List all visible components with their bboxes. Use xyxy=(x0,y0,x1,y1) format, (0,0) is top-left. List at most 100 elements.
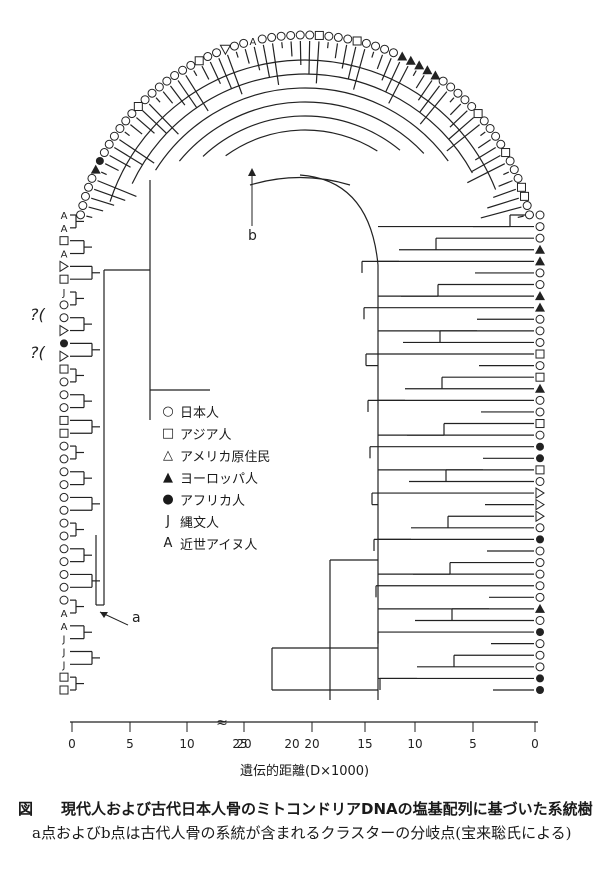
circle-icon xyxy=(80,191,90,201)
axis-tick-label: 20 xyxy=(236,737,251,751)
branch xyxy=(119,139,155,164)
arc-branch xyxy=(155,87,449,171)
branch xyxy=(498,180,513,187)
circle-icon xyxy=(333,32,343,42)
square-icon xyxy=(59,236,69,246)
circle-icon xyxy=(535,222,545,232)
filled-circle-icon xyxy=(536,686,544,694)
branch xyxy=(415,75,425,89)
circle-icon xyxy=(59,467,69,477)
branch xyxy=(104,163,119,172)
circle-icon xyxy=(59,544,69,554)
filled-triangle-icon xyxy=(397,51,408,61)
branch xyxy=(376,54,384,70)
axis-tick-label: 10 xyxy=(179,737,194,751)
branch xyxy=(136,117,155,134)
filled-triangle-icon xyxy=(90,164,101,174)
branch xyxy=(114,146,143,166)
legend-item-ainu: A 近世アイヌ人 xyxy=(160,532,310,554)
circle-icon xyxy=(59,518,69,528)
circle-icon xyxy=(115,123,125,133)
branch xyxy=(480,206,522,219)
circle-icon xyxy=(524,210,534,220)
trunk-branch xyxy=(299,174,379,700)
circle-icon xyxy=(535,476,545,486)
legend-symbol: ○ xyxy=(162,403,174,419)
filled-circle-icon xyxy=(536,535,544,544)
branch xyxy=(91,197,115,206)
branch xyxy=(142,110,168,134)
square-icon xyxy=(194,56,204,66)
branch xyxy=(244,48,250,64)
branch xyxy=(262,44,271,78)
circle-icon xyxy=(479,116,489,126)
branch xyxy=(449,110,468,128)
square-icon xyxy=(516,182,526,192)
circle-icon xyxy=(104,139,114,149)
tip-letter: J xyxy=(62,647,66,658)
filled-circle-icon xyxy=(536,628,544,637)
square-icon xyxy=(352,36,362,46)
filled-triangle-icon xyxy=(535,244,545,254)
branch xyxy=(371,51,375,58)
circle-icon xyxy=(109,131,119,141)
axis-tick-label: 20 xyxy=(304,737,319,751)
branch xyxy=(271,43,280,86)
arc-branch xyxy=(225,129,378,157)
legend-symbol: ● xyxy=(162,491,174,507)
circle-icon xyxy=(59,480,69,490)
circle-icon xyxy=(59,569,69,579)
circle-icon xyxy=(438,76,448,86)
branch xyxy=(88,206,104,212)
branch xyxy=(162,91,174,104)
circle-icon xyxy=(59,454,69,464)
arrowhead-icon xyxy=(100,612,108,618)
filled-triangle-icon xyxy=(535,291,545,301)
circle-icon xyxy=(535,233,545,243)
branch xyxy=(334,43,339,59)
legend-label: 縄文人 xyxy=(180,515,220,531)
legend-item-jomon: J 縄文人 xyxy=(160,510,310,532)
square-icon xyxy=(535,419,545,429)
right-triangle-icon xyxy=(535,498,545,511)
filled-triangle-icon xyxy=(535,383,545,393)
branch xyxy=(341,44,348,69)
branch xyxy=(449,103,462,116)
square-icon xyxy=(59,685,69,695)
circle-icon xyxy=(535,407,545,417)
circle-icon xyxy=(203,52,213,62)
square-icon xyxy=(535,349,545,359)
square-icon xyxy=(473,109,483,119)
circle-icon xyxy=(59,557,69,567)
circle-icon xyxy=(147,88,157,98)
branch xyxy=(148,103,179,135)
tip-letter: A xyxy=(61,609,68,620)
branch xyxy=(177,80,198,108)
branch xyxy=(209,61,222,85)
legend-symbol: □ xyxy=(161,425,175,441)
branch xyxy=(493,188,517,198)
branch xyxy=(517,215,524,219)
circle-icon xyxy=(343,34,353,44)
tip-letter: J xyxy=(62,288,66,299)
circle-icon xyxy=(522,201,532,211)
axis-tick-label: 15 xyxy=(357,737,372,751)
branch xyxy=(352,48,366,90)
tip-letter: J xyxy=(62,635,66,646)
branch xyxy=(471,154,501,173)
branch xyxy=(308,41,311,75)
right-triangle-icon xyxy=(535,487,545,499)
branch xyxy=(201,65,210,80)
circle-icon xyxy=(162,76,172,86)
branch xyxy=(385,61,401,93)
circle-icon xyxy=(154,82,164,92)
branch xyxy=(218,58,233,89)
branch xyxy=(169,85,186,106)
circle-icon xyxy=(535,361,545,371)
branch xyxy=(412,70,417,77)
arc-branch xyxy=(109,59,497,202)
tree-branches xyxy=(70,41,534,700)
circle-icon xyxy=(535,314,545,324)
axis-tick-label: 20 xyxy=(284,737,299,751)
branch xyxy=(315,41,320,84)
